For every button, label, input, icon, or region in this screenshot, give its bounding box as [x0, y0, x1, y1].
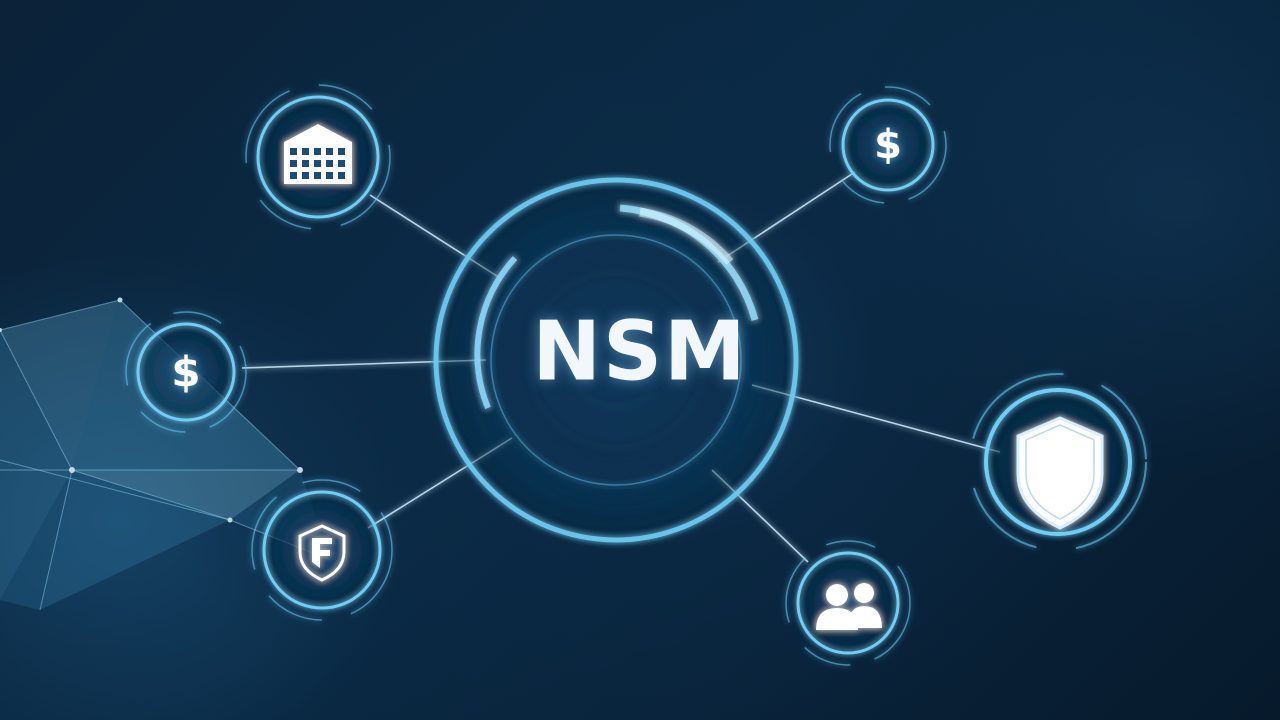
- fire-shield-icon: [298, 524, 346, 582]
- node-fire-shield: [251, 479, 393, 621]
- node-dollar-left: [125, 311, 247, 433]
- node-shield: [969, 373, 1147, 551]
- shield-icon: [1016, 416, 1104, 530]
- dollar-icon: $: [171, 347, 201, 397]
- node-building: [245, 84, 391, 230]
- central-hub: [431, 175, 801, 545]
- center-label: NSM: [532, 304, 748, 400]
- users-icon: [816, 583, 882, 630]
- node-users: [785, 540, 911, 666]
- node-dollar-top: [829, 86, 947, 204]
- dollar-icon: $: [874, 122, 902, 168]
